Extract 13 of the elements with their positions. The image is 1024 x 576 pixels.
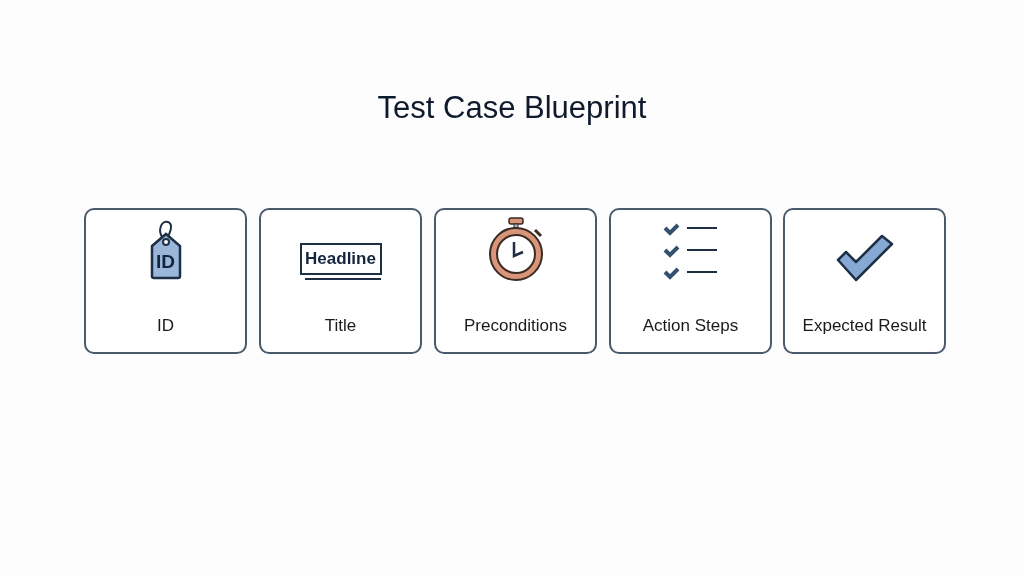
card-label: ID (156, 316, 175, 336)
card (84, 208, 247, 354)
card-label: Title (323, 316, 358, 336)
icon-text: Headline (304, 250, 377, 267)
card-label: Expected Result (801, 316, 928, 336)
card (434, 208, 597, 354)
card-label: Action Steps (641, 316, 740, 336)
card-label: Preconditions (463, 316, 568, 336)
card (259, 208, 422, 354)
diagram-title: Test Case Blueprint (376, 90, 648, 126)
card (609, 208, 772, 354)
card (783, 208, 946, 354)
icon-text: ID (155, 252, 176, 271)
